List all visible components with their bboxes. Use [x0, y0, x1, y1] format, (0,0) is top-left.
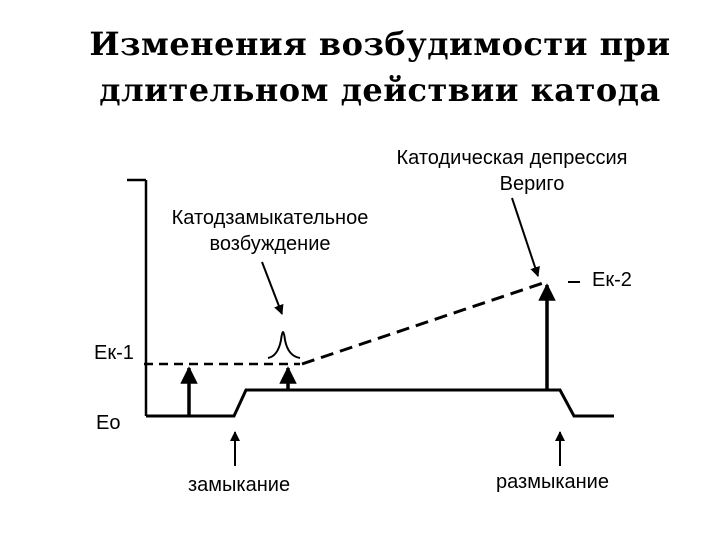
level-eo-label: Ео [96, 412, 121, 434]
opening-label: размыкание [496, 471, 609, 493]
membrane-potential-trace [146, 388, 614, 418]
vertical-axis [127, 178, 148, 416]
rising-threshold-line [301, 280, 547, 366]
verigo-label-line-1: Катодическая депрессия [396, 147, 628, 169]
cathode-excitation-spike [267, 331, 301, 359]
level-ek1-label: Ек-1 [94, 342, 134, 364]
cathode-excitation-label-line-2: возбуждение [209, 233, 331, 255]
closing-label: замыкание [188, 474, 291, 496]
pointer-to-spike [261, 261, 284, 315]
title-line-2: длительном действии катода [99, 71, 661, 109]
verigo-label-line-2: Вериго [499, 173, 565, 195]
pointer-to-verigo [511, 197, 540, 277]
title-line-1: Изменения возбудимости при [89, 25, 671, 63]
cathode-excitation-label-line-1: Катодзамыкательное [171, 207, 369, 229]
level-ek2-label: Ек-2 [592, 269, 632, 291]
